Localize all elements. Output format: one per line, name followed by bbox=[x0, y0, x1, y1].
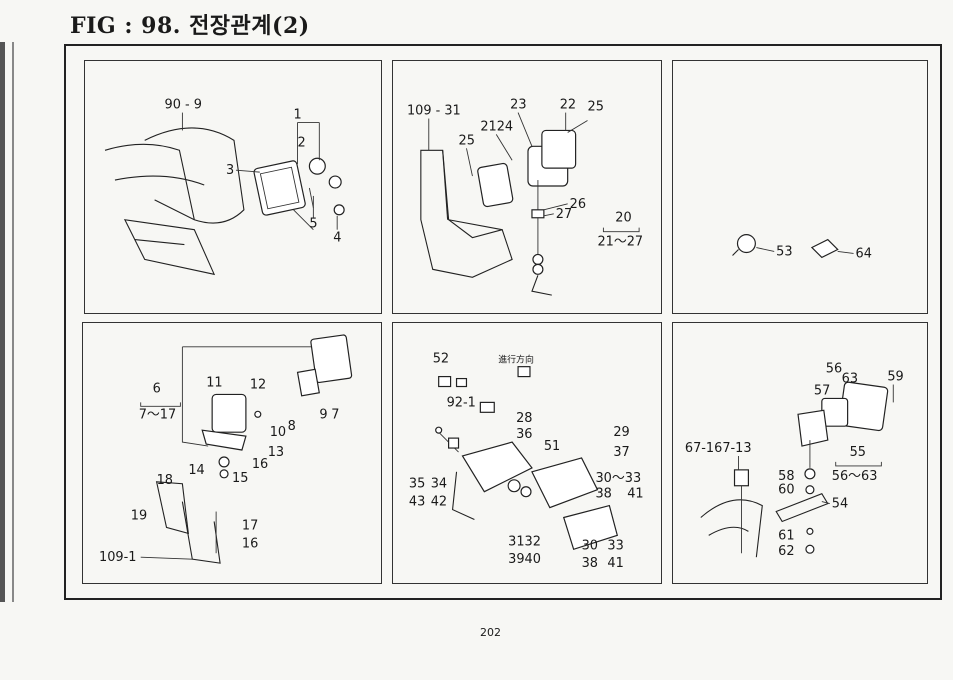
label-18: 18 bbox=[157, 473, 173, 488]
label-8: 8 bbox=[288, 419, 296, 434]
label-2124: 2124 bbox=[480, 119, 513, 134]
label-42: 42 bbox=[431, 495, 447, 510]
label-38-bottom: 38 bbox=[582, 556, 598, 571]
page-number: 202 bbox=[480, 626, 501, 639]
binding-edge-line bbox=[12, 42, 14, 602]
figure-frame bbox=[64, 44, 942, 600]
label-15: 15 bbox=[232, 471, 248, 486]
label-23: 23 bbox=[510, 98, 526, 113]
label-51: 51 bbox=[544, 439, 560, 454]
label-30: 30 bbox=[582, 538, 598, 553]
label-6: 6 bbox=[153, 381, 161, 396]
side-lamp-diagram: 56 63 59 57 55 56～63 67-167-13 58 60 54 … bbox=[685, 362, 904, 560]
label-17: 17 bbox=[242, 518, 258, 533]
panel-clamps: 53 64 bbox=[672, 60, 928, 314]
panel-side-lamp: 56 63 59 57 55 56～63 67-167-13 58 60 54 … bbox=[672, 322, 928, 584]
label-41: 41 bbox=[627, 487, 643, 502]
label-36: 36 bbox=[516, 427, 532, 442]
label-35: 35 bbox=[409, 477, 425, 492]
label-26: 26 bbox=[570, 197, 586, 212]
label-22: 22 bbox=[560, 98, 576, 113]
label-12: 12 bbox=[250, 377, 266, 392]
label-109-1: 109-1 bbox=[99, 550, 136, 565]
label-30-33: 30～33 bbox=[595, 471, 641, 486]
label-53: 53 bbox=[776, 244, 792, 259]
head-lamp-diagram: 90 - 9 1 2 3 4 5 bbox=[104, 98, 345, 276]
label-3: 3 bbox=[226, 163, 234, 178]
label-11: 11 bbox=[206, 376, 222, 391]
label-14: 14 bbox=[188, 463, 204, 478]
work-lamp-diagram: 109 - 31 23 22 25 2124 25 26 27 20 21～27 bbox=[407, 98, 643, 296]
label-54: 54 bbox=[832, 497, 848, 512]
label-5: 5 bbox=[309, 217, 317, 232]
label-4: 4 bbox=[333, 231, 341, 246]
label-64: 64 bbox=[856, 246, 872, 261]
label-90-9: 90 - 9 bbox=[165, 98, 202, 113]
label-7-17: 7～17 bbox=[139, 407, 177, 422]
label-60: 60 bbox=[778, 483, 794, 498]
label-28: 28 bbox=[516, 411, 532, 426]
label-59: 59 bbox=[887, 370, 903, 385]
panel-head-lamp: 90 - 9 1 2 3 4 5 bbox=[84, 60, 382, 314]
figure-title: FIG : 98. 전장관계(2) bbox=[70, 13, 310, 39]
label-25-left: 25 bbox=[459, 133, 475, 148]
label-3132: 3132 bbox=[508, 534, 541, 549]
label-41-bottom: 41 bbox=[607, 556, 623, 571]
label-2: 2 bbox=[297, 135, 305, 150]
label-21-27: 21～27 bbox=[597, 235, 643, 250]
label-16-bottom: 16 bbox=[242, 536, 258, 551]
label-29: 29 bbox=[613, 425, 629, 440]
label-63: 63 bbox=[842, 372, 858, 387]
label-19: 19 bbox=[131, 508, 147, 523]
label-27: 27 bbox=[556, 207, 572, 222]
panel-rear-lamp-left: 6 7～17 11 12 9 7 8 10 13 14 16 15 18 19 … bbox=[82, 322, 382, 584]
label-55: 55 bbox=[850, 445, 866, 460]
panel-rear-lamp-exploded: 52 進行方向 92-1 28 36 29 37 51 30～33 38 41 … bbox=[392, 322, 662, 584]
panel-work-lamp: 109 - 31 23 22 25 2124 25 26 27 20 21～27 bbox=[392, 60, 662, 314]
rear-lamp-left-diagram: 6 7～17 11 12 9 7 8 10 13 14 16 15 18 19 … bbox=[99, 334, 353, 565]
label-38: 38 bbox=[595, 487, 611, 502]
label-58: 58 bbox=[778, 469, 794, 484]
label-1: 1 bbox=[294, 108, 302, 123]
label-57: 57 bbox=[814, 383, 830, 398]
label-20: 20 bbox=[615, 211, 631, 226]
label-9: 9 bbox=[319, 407, 327, 422]
label-109-31: 109 - 31 bbox=[407, 104, 461, 119]
label-25-top: 25 bbox=[588, 100, 604, 115]
binding-edge bbox=[0, 42, 5, 602]
label-61: 61 bbox=[778, 528, 794, 543]
label-34: 34 bbox=[431, 477, 447, 492]
label-16-top: 16 bbox=[252, 457, 268, 472]
label-56: 56 bbox=[826, 362, 842, 377]
label-13: 13 bbox=[268, 445, 284, 460]
label-62: 62 bbox=[778, 544, 794, 559]
label-37: 37 bbox=[613, 445, 629, 460]
label-67-167-13: 67-167-13 bbox=[685, 441, 752, 456]
label-43: 43 bbox=[409, 495, 425, 510]
label-7: 7 bbox=[331, 407, 339, 422]
rear-lamp-exploded-diagram: 52 進行方向 92-1 28 36 29 37 51 30～33 38 41 … bbox=[409, 352, 644, 571]
label-10: 10 bbox=[270, 425, 286, 440]
label-56-63: 56～63 bbox=[832, 469, 878, 484]
label-3940: 3940 bbox=[508, 552, 541, 567]
label-33: 33 bbox=[607, 538, 623, 553]
label-direction: 進行方向 bbox=[498, 354, 534, 366]
label-52: 52 bbox=[433, 352, 449, 367]
label-92-1: 92-1 bbox=[447, 395, 476, 410]
clamps-diagram: 53 64 bbox=[732, 234, 872, 261]
